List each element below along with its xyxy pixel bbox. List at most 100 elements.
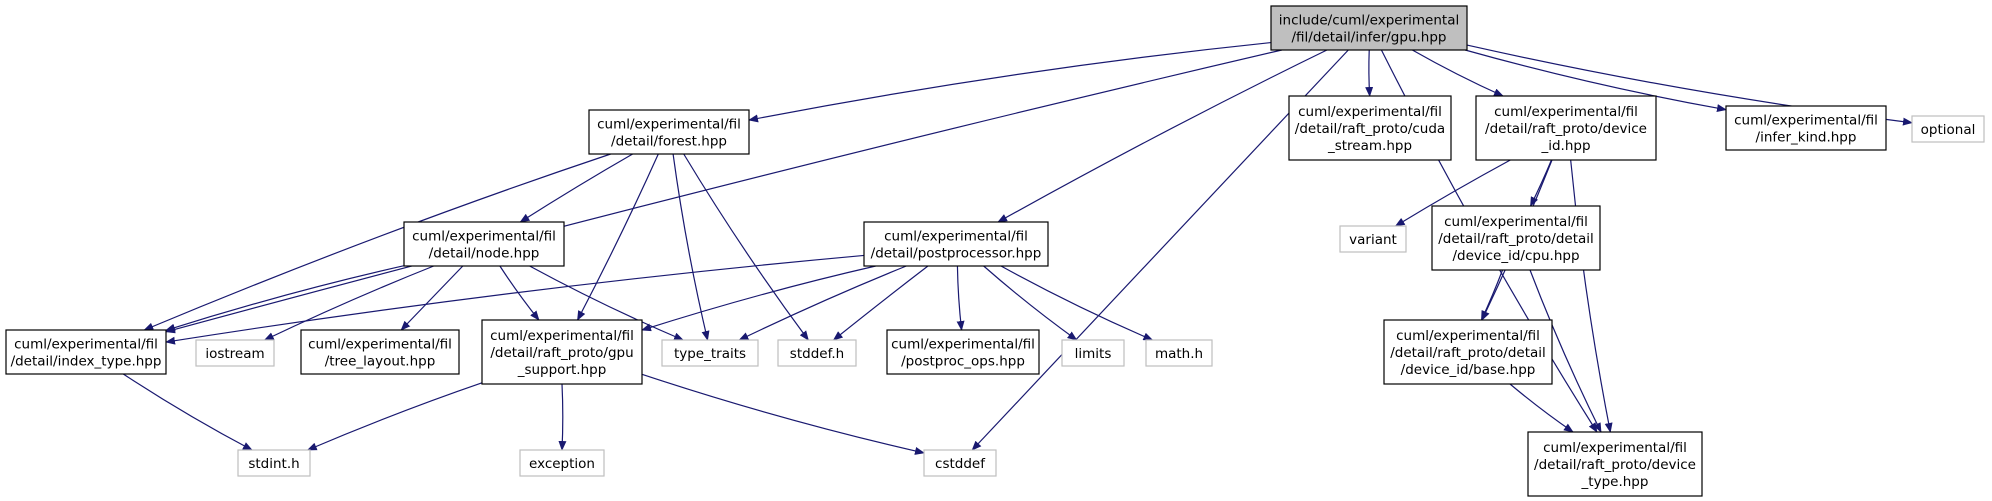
node-forest-label-line: /detail/forest.hpp xyxy=(611,134,727,150)
node-iostream[interactable]: iostream xyxy=(195,339,275,367)
node-postprocessor[interactable]: cuml/experimental/fil/detail/postprocess… xyxy=(863,221,1049,267)
edge-forest-to-index_type xyxy=(143,153,611,331)
node-device_id[interactable]: cuml/experimental/fil/detail/raft_proto/… xyxy=(1475,95,1657,161)
node-stdint-label-line: stdint.h xyxy=(248,456,299,472)
edge-forest-to-type_traits xyxy=(672,153,710,341)
node-base-label-line: cuml/experimental/fil xyxy=(1396,328,1540,344)
node-tree_layout-label-line: /tree_layout.hpp xyxy=(325,354,436,370)
node-node-label-line: /detail/node.hpp xyxy=(429,246,540,262)
edge-postprocessor-to-gpu_support xyxy=(641,265,876,332)
nodes-layer: include/cuml/experimental/fil/detail/inf… xyxy=(5,5,1985,497)
node-device_id-label-line: /detail/raft_proto/device xyxy=(1485,121,1647,137)
edge-base-to-device_type xyxy=(1509,383,1574,433)
node-postproc_ops-label-line: cuml/experimental/fil xyxy=(891,337,1035,353)
node-device_id-box xyxy=(1475,95,1657,161)
node-cstddef[interactable]: cstddef xyxy=(923,449,997,477)
node-optional[interactable]: optional xyxy=(1911,115,1985,143)
edge-index_type-to-stdint xyxy=(122,373,253,451)
node-cstddef-label-line: cstddef xyxy=(935,456,986,472)
edge-gpu_support-to-exception xyxy=(558,383,567,451)
node-stddef-box xyxy=(777,339,857,367)
node-gpu_support-label-line: _support.hpp xyxy=(517,362,607,378)
node-index_type[interactable]: cuml/experimental/fil/detail/index_type.… xyxy=(5,329,167,375)
node-cpu-label-line: /detail/raft_proto/detail xyxy=(1438,231,1594,247)
edge-gpu_support-to-stdint xyxy=(306,382,483,451)
node-cuda_stream-box xyxy=(1288,95,1452,161)
node-base[interactable]: cuml/experimental/fil/detail/raft_proto/… xyxy=(1383,319,1553,385)
node-infer_kind-label-line: /infer_kind.hpp xyxy=(1756,130,1857,146)
node-index_type-label-line: /detail/index_type.hpp xyxy=(11,354,162,370)
node-variant-box xyxy=(1339,225,1407,253)
node-cpu-box xyxy=(1431,205,1601,271)
node-math-box xyxy=(1145,339,1213,367)
node-device_type-label-line: /detail/raft_proto/device xyxy=(1534,457,1696,473)
node-postproc_ops[interactable]: cuml/experimental/fil/postproc_ops.hpp xyxy=(886,329,1040,375)
node-infer_kind[interactable]: cuml/experimental/fil/infer_kind.hpp xyxy=(1725,105,1887,151)
edge-node-to-index_type xyxy=(165,265,405,332)
node-device_id-label-line: _id.hpp xyxy=(1540,138,1590,154)
node-optional-label-line: optional xyxy=(1921,122,1976,138)
node-node-label-line: cuml/experimental/fil xyxy=(412,229,556,245)
node-postprocessor-box xyxy=(863,221,1049,267)
edge-gpu-to-infer_kind xyxy=(1464,49,1727,113)
node-stddef-label-line: stddef.h xyxy=(790,346,844,362)
node-tree_layout[interactable]: cuml/experimental/fil/tree_layout.hpp xyxy=(300,329,460,375)
node-forest[interactable]: cuml/experimental/fil/detail/forest.hpp xyxy=(588,109,750,155)
node-cuda_stream-label-line: _stream.hpp xyxy=(1327,138,1412,154)
node-forest-label-line: cuml/experimental/fil xyxy=(597,117,741,133)
node-infer_kind-label-line: cuml/experimental/fil xyxy=(1734,113,1878,129)
edge-node-to-iostream xyxy=(263,265,434,341)
node-infer_kind-box xyxy=(1725,105,1887,151)
node-iostream-box xyxy=(195,339,275,367)
node-index_type-box xyxy=(5,329,167,375)
node-variant[interactable]: variant xyxy=(1339,225,1407,253)
node-cpu[interactable]: cuml/experimental/fil/detail/raft_proto/… xyxy=(1431,205,1601,271)
node-stdint[interactable]: stdint.h xyxy=(237,449,311,477)
node-cstddef-box xyxy=(923,449,997,477)
node-device_id-label-line: cuml/experimental/fil xyxy=(1494,104,1638,120)
node-device_type[interactable]: cuml/experimental/fil/detail/raft_proto/… xyxy=(1527,431,1703,497)
node-limits-label-line: limits xyxy=(1075,346,1112,362)
node-type_traits-label-line: type_traits xyxy=(674,346,746,362)
node-gpu_support-box xyxy=(481,319,643,385)
node-variant-label-line: variant xyxy=(1349,232,1397,248)
node-device_type-label-line: _type.hpp xyxy=(1581,474,1649,490)
node-gpu[interactable]: include/cuml/experimental/fil/detail/inf… xyxy=(1270,5,1468,51)
node-math-label-line: math.h xyxy=(1155,346,1203,362)
node-type_traits[interactable]: type_traits xyxy=(661,339,759,367)
node-exception-label-line: exception xyxy=(529,456,595,472)
node-gpu-label-line: /fil/detail/infer/gpu.hpp xyxy=(1292,30,1447,46)
node-gpu_support[interactable]: cuml/experimental/fil/detail/raft_proto/… xyxy=(481,319,643,385)
node-cpu-label-line: /device_id/cpu.hpp xyxy=(1452,248,1579,264)
edge-node-to-tree_layout xyxy=(400,265,464,331)
edge-gpu-to-cuda_stream xyxy=(1365,49,1374,97)
node-cuda_stream-label-line: /detail/raft_proto/cuda xyxy=(1295,121,1445,137)
edge-node-to-type_traits xyxy=(529,265,684,341)
node-tree_layout-box xyxy=(300,329,460,375)
edge-gpu-to-device_id xyxy=(1412,49,1504,97)
edges-layer xyxy=(122,41,1913,455)
edge-postprocessor-to-type_traits xyxy=(738,265,907,341)
node-math[interactable]: math.h xyxy=(1145,339,1213,367)
node-type_traits-box xyxy=(661,339,759,367)
edge-postprocessor-to-math xyxy=(1000,265,1154,341)
node-node[interactable]: cuml/experimental/fil/detail/node.hpp xyxy=(403,221,565,267)
edge-cpu-to-device_type xyxy=(1529,269,1602,433)
edge-device_id-to-variant xyxy=(1394,159,1511,227)
node-gpu_support-label-line: /detail/raft_proto/gpu xyxy=(490,345,633,361)
edge-postprocessor-to-postproc_ops xyxy=(956,265,965,331)
node-postprocessor-label-line: /detail/postprocessor.hpp xyxy=(871,246,1042,262)
edge-gpu_support-to-cstddef xyxy=(641,373,925,455)
node-exception[interactable]: exception xyxy=(519,449,605,477)
node-index_type-label-line: cuml/experimental/fil xyxy=(14,337,158,353)
node-limits[interactable]: limits xyxy=(1061,339,1125,367)
node-postprocessor-label-line: cuml/experimental/fil xyxy=(884,229,1028,245)
node-cuda_stream[interactable]: cuml/experimental/fil/detail/raft_proto/… xyxy=(1288,95,1452,161)
node-stddef[interactable]: stddef.h xyxy=(777,339,857,367)
node-gpu-label-line: include/cuml/experimental xyxy=(1279,13,1459,29)
node-base-label-line: /device_id/base.hpp xyxy=(1401,362,1536,378)
edge-postprocessor-to-index_type xyxy=(165,254,865,345)
edge-device_id-to-cpu xyxy=(1530,159,1553,207)
edge-gpu-to-postprocessor xyxy=(997,49,1328,223)
